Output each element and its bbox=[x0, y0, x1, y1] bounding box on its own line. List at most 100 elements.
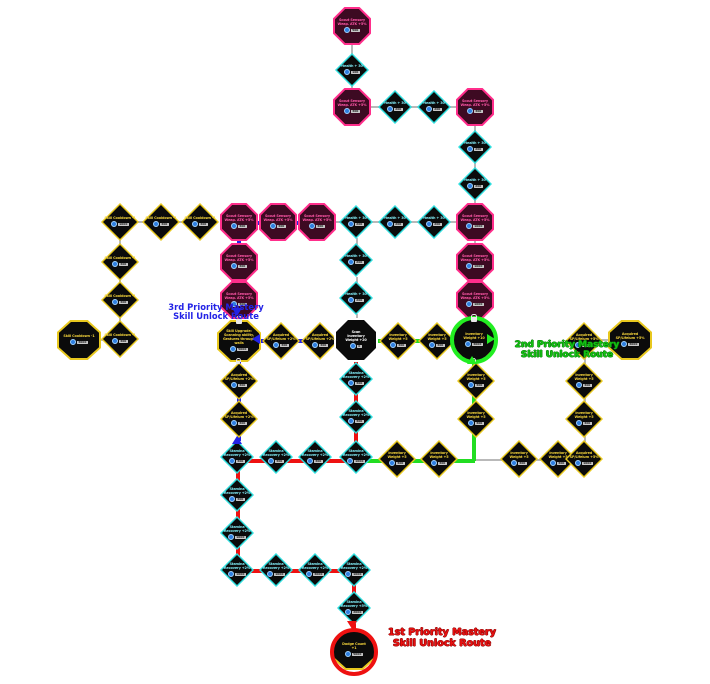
skill-node-acq_r_major[interactable]: Acquired SP/Lifeium +5%3000 bbox=[608, 320, 652, 360]
skill-node-stm_b4[interactable]: Stamina Recovery +2%1000 bbox=[337, 553, 371, 587]
node-label: Skill Cooldown -1 bbox=[104, 215, 136, 220]
node-cost: 5000 bbox=[230, 346, 248, 353]
skill-edge bbox=[584, 357, 586, 365]
skill-node-stm_v1[interactable]: Stamina Recovery +2%300 bbox=[339, 362, 373, 396]
skill-node-ss_row_4[interactable]: Scout Sensory Weap. ATK +5%1000 bbox=[456, 203, 494, 241]
node-fill bbox=[59, 322, 99, 358]
node-cost-value: 200 bbox=[393, 106, 403, 111]
node-cost: 300 bbox=[273, 342, 289, 349]
skill-node-stm_v2[interactable]: Stamina Recovery +2%300 bbox=[339, 400, 373, 434]
skill-edge bbox=[137, 221, 144, 223]
skill-node-stm_c2[interactable]: Stamina Recovery +2%1000 bbox=[220, 516, 254, 550]
skill-node-ss_row_1[interactable]: Scout Sensory Weap. ATK +5%300 bbox=[220, 203, 258, 241]
caption-route-1: 1st Priority Mastery Skill Unlock Route bbox=[388, 627, 496, 649]
skill-node-ss_c[interactable]: Scout Sensory Weap. ATK +5%300 bbox=[456, 88, 494, 126]
skill-node-stm_row_4[interactable]: Stamina Recovery +2%1000 bbox=[339, 440, 373, 474]
skill-node-stm_b5[interactable]: Stamina Recovery +5%2000 bbox=[337, 591, 371, 625]
skill-node-stm_row_2[interactable]: Stamina Recovery +2%300 bbox=[259, 440, 293, 474]
node-cost-value: 1000 bbox=[234, 534, 246, 539]
skill-node-acq_v1[interactable]: Acquired SP/Lifeium +2%300 bbox=[220, 362, 258, 400]
node-cost-value: 300 bbox=[435, 342, 445, 347]
node-border bbox=[334, 318, 378, 362]
skill-node-stm_c1[interactable]: Stamina Recovery +2%300 bbox=[220, 478, 254, 512]
skill-node-ss_b[interactable]: Scout Sensory Weap. ATK +5%300 bbox=[333, 88, 371, 126]
skill-edge bbox=[474, 162, 476, 169]
skill-node-stm_b3[interactable]: Stamina Recovery +2%3000 bbox=[298, 553, 332, 587]
sp-orb-icon bbox=[467, 146, 474, 153]
skill-node-ss_top[interactable]: Scout Sensory Weap. ATK +5%500 bbox=[333, 7, 371, 45]
node-label: Scout Sensory Weap. ATK +5% bbox=[460, 98, 490, 107]
node-fill bbox=[335, 9, 369, 43]
sp-orb-icon bbox=[268, 458, 275, 465]
skill-node-acq_b[interactable]: Acquired SP/Lifeium +2%300 bbox=[301, 322, 339, 360]
node-label: Stamina Recovery +2% bbox=[223, 524, 251, 533]
node-cost-value: 300 bbox=[474, 382, 484, 387]
node-label: Stamina Recovery +2% bbox=[340, 561, 368, 570]
skill-node-ss_v1[interactable]: Scout Sensory Weap. ATK +5%300 bbox=[220, 243, 258, 281]
skill-node-ss_row_3[interactable]: Scout Sensory Weap. ATK +5%300 bbox=[298, 203, 336, 241]
skill-node-stm_b1[interactable]: Stamina Recovery +2%1000 bbox=[220, 553, 254, 587]
skill-node-ss_v4[interactable]: Scout Sensory Weap. ATK +5%1000 bbox=[456, 281, 494, 319]
arrow-red-down-dodge bbox=[347, 621, 357, 629]
skill-node-acq_v2[interactable]: Acquired SP/Lifeium +2%300 bbox=[220, 400, 258, 438]
skill-node-acq_a[interactable]: Acquired SP/Lifeium +2%300 bbox=[262, 322, 300, 360]
skill-node-stm_b2[interactable]: Stamina Recovery +2%1000 bbox=[259, 553, 293, 587]
skill-edge bbox=[370, 221, 380, 223]
sp-orb-icon bbox=[575, 342, 582, 349]
node-label: Skill Upgrade: Scanning ability, Gesture… bbox=[223, 328, 255, 345]
node-cost-value: 200 bbox=[432, 106, 442, 111]
skill-node-ss_v3[interactable]: Scout Sensory Weap. ATK +5%1000 bbox=[456, 243, 494, 281]
node-cost-value: 300 bbox=[582, 382, 592, 387]
caption-route-3: 3rd Priority Mastery Skill Unlock Route bbox=[168, 302, 264, 322]
arrow-blue-up-upgrade bbox=[232, 436, 242, 444]
skill-edge bbox=[472, 341, 476, 461]
skill-node-acq_row_5[interactable]: Acquired SP/Lifeium +5%1000 bbox=[565, 440, 603, 478]
skill-edge bbox=[355, 459, 475, 463]
sp-orb-icon bbox=[344, 108, 351, 115]
sp-orb-icon bbox=[467, 108, 474, 115]
node-cost-value: 300 bbox=[237, 223, 247, 228]
skill-node-acq_r_top[interactable]: Acquired SP/Lifeium +5%1000 bbox=[565, 322, 603, 360]
node-label: Acquired SP/Lifeium +2% bbox=[224, 372, 254, 381]
node-label: Health + 30 bbox=[423, 100, 445, 105]
node-cost-value: 300 bbox=[473, 108, 483, 113]
sp-orb-icon bbox=[229, 496, 236, 503]
node-cost: 1000 bbox=[466, 301, 484, 308]
sp-orb-icon bbox=[228, 571, 235, 578]
skill-node-stm_row_1[interactable]: Stamina Recovery +2%300 bbox=[220, 440, 254, 474]
node-cost-value: 300 bbox=[474, 420, 484, 425]
skill-node-ss_v2[interactable]: Scout Sensory Weap. ATK +5%300 bbox=[220, 281, 258, 319]
skill-node-stm_row_3[interactable]: Stamina Recovery +2%300 bbox=[298, 440, 332, 474]
skill-node-ss_row_2[interactable]: Scout Sensory Weap. ATK +5%300 bbox=[259, 203, 297, 241]
